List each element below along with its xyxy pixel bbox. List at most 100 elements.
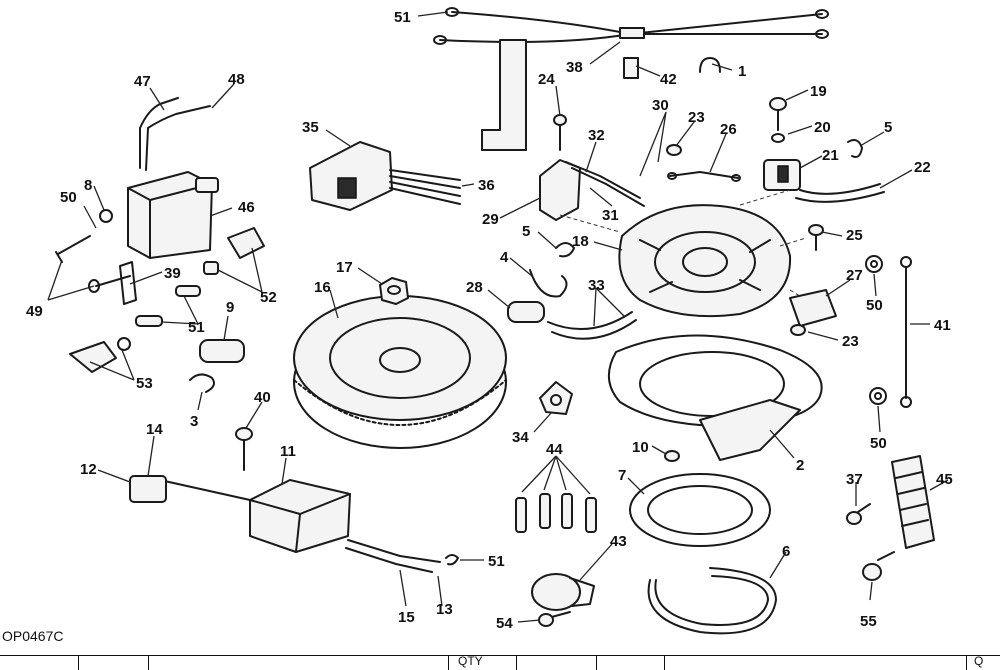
retainer-clip (699, 57, 721, 73)
callout-label: 18 (572, 233, 589, 250)
callout-label: 37 (846, 471, 863, 488)
callout-label: 49 (26, 303, 43, 320)
callout-labels: 51 38 42 1 24 30 23 26 19 20 5 21 22 47 … (26, 9, 953, 632)
callout-label: 52 (260, 289, 277, 306)
clip-51-bottom (445, 554, 459, 566)
ignition-coil (127, 97, 219, 259)
table-cell-divider (148, 656, 149, 670)
partial-column-label: Q (974, 654, 984, 668)
connector-28 (507, 301, 545, 323)
callout-label: 1 (738, 63, 746, 80)
sensor-coil (763, 159, 885, 203)
callout-label: 11 (280, 443, 296, 460)
callout-label: 36 (478, 177, 495, 194)
callout-label: 45 (936, 471, 953, 488)
table-cell-divider (78, 656, 79, 670)
callout-label: 47 (134, 73, 151, 90)
flywheel-nut (379, 277, 409, 305)
callout-label: 40 (254, 389, 271, 406)
callout-label: 21 (822, 147, 839, 164)
bracket-26 (667, 171, 741, 182)
parts-table-header: QTY Q (0, 654, 1000, 670)
snap-ring (647, 567, 777, 635)
callout-label: 41 (934, 317, 951, 334)
spring-clip-4 (529, 269, 568, 298)
bolt-left-49 (55, 235, 131, 293)
callout-label: 7 (618, 467, 626, 484)
callout-label: 22 (914, 159, 931, 176)
leader-lines (47, 11, 949, 623)
screw-37 (846, 503, 871, 525)
callout-label: 51 (394, 9, 411, 26)
callout-label: 5 (884, 119, 892, 136)
table-cell-divider (448, 656, 449, 670)
table-cell-divider (516, 656, 517, 670)
callout-label: 27 (846, 267, 863, 284)
callout-label: 9 (226, 299, 234, 316)
clip-5-top (847, 139, 863, 158)
washer-50-bottom (869, 387, 887, 405)
callout-label: 33 (588, 277, 605, 294)
callout-label: 46 (238, 199, 255, 216)
washer-8 (99, 209, 113, 223)
callout-label: 31 (602, 207, 619, 224)
callout-label: 4 (500, 249, 509, 266)
callout-label: 14 (146, 421, 163, 438)
timer-base (608, 334, 823, 461)
screw-23-lower (790, 324, 806, 336)
table-cell-divider (596, 656, 597, 670)
bracket-27 (789, 289, 837, 327)
callout-label: 35 (302, 119, 319, 136)
sleeve-51 (135, 285, 201, 327)
callout-label: 25 (846, 227, 863, 244)
callout-label: 20 (814, 119, 831, 136)
callout-label: 26 (720, 121, 737, 138)
screw-40 (235, 427, 253, 471)
callout-label: 23 (688, 109, 705, 126)
callout-label: 2 (796, 457, 804, 474)
screw-23-top (666, 144, 682, 156)
ground-strap-41 (900, 256, 912, 408)
qty-column-label: QTY (458, 654, 483, 668)
callout-label: 50 (60, 189, 77, 206)
flywheel (293, 295, 507, 449)
callout-label: 28 (466, 279, 483, 296)
table-cell-divider (664, 656, 665, 670)
callout-label: 48 (228, 71, 245, 88)
callout-label: 53 (136, 375, 153, 392)
clip-3 (189, 373, 215, 393)
callout-label: 8 (84, 177, 92, 194)
sleeve-33 (547, 311, 637, 340)
callout-label: 3 (190, 413, 198, 430)
callout-label: 5 (522, 223, 530, 240)
callout-label: 6 (782, 543, 790, 560)
callout-label: 12 (80, 461, 97, 478)
drawing-code: OP0467C (2, 628, 64, 644)
table-cell-divider (966, 656, 967, 670)
screw-19 (769, 97, 787, 143)
callout-label: 51 (188, 319, 205, 336)
callout-label: 16 (314, 279, 331, 296)
callout-label: 54 (496, 615, 513, 632)
callout-label: 13 (436, 601, 453, 618)
callout-label: 55 (860, 613, 877, 630)
wire-harness (433, 7, 829, 151)
callout-label: 23 (842, 333, 859, 350)
callout-label: 44 (546, 441, 563, 458)
clip-5-mid (555, 242, 575, 258)
terminals-44 (515, 493, 597, 533)
rectifier-9 (199, 339, 245, 363)
stator-plate (618, 204, 792, 318)
ignition-parts-diagram: 51 38 42 1 24 30 23 26 19 20 5 21 22 47 … (26, 7, 953, 635)
callout-label: 34 (512, 429, 529, 446)
power-pack-module (309, 141, 461, 211)
callout-label: 50 (866, 297, 883, 314)
callout-label: 50 (870, 435, 887, 452)
callout-label: 24 (538, 71, 555, 88)
callout-label: 51 (488, 553, 505, 570)
callout-label: 42 (660, 71, 677, 88)
screw-25 (808, 224, 824, 251)
screw-10 (664, 450, 680, 462)
callout-label: 19 (810, 83, 827, 100)
callout-label: 38 (566, 59, 583, 76)
